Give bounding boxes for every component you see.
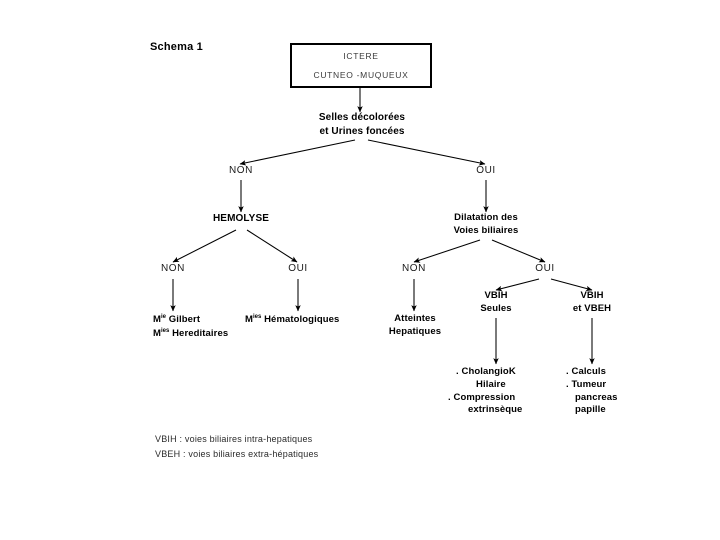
node-selles-urines: Selles décolorées et Urines foncées bbox=[282, 111, 442, 138]
leaf-gilbert-line1: Mie Gilbert bbox=[153, 313, 313, 327]
node-selles-line2: et Urines foncées bbox=[319, 125, 405, 137]
leaf-gilbert-line2: Mies Hereditaires bbox=[153, 327, 313, 341]
root-box-line2: CUTNEO -MUQUEUX bbox=[313, 70, 409, 80]
leaf-pancreas-line: pancreas bbox=[575, 391, 618, 403]
leaf-compression-line: . Compression bbox=[448, 391, 516, 403]
branch-label-dilatation-non: NON bbox=[401, 263, 427, 274]
leaf-atteintes-line2: Hepatiques bbox=[388, 325, 442, 337]
node-vbih-seules-line2: Seules bbox=[480, 302, 512, 314]
branch-label-stools-oui: OUI bbox=[476, 165, 496, 176]
leaf-maladies-hematologiques: Mies Hématologiques bbox=[245, 313, 375, 327]
leaf-papille-line: papille bbox=[575, 404, 606, 416]
edge-oui-to-vbih-vbeh bbox=[550, 278, 593, 292]
edge-hemolyse-to-non bbox=[172, 229, 237, 263]
branch-label-hemolyse-non: NON bbox=[160, 263, 186, 274]
edge-dilatation-to-non bbox=[413, 239, 481, 263]
page-title: Schema 1 bbox=[150, 41, 203, 53]
node-dilatation-voies-biliaires: Dilatation des Voies biliaires bbox=[426, 212, 546, 238]
legend-line-vbih: VBIH : voies biliaires intra-hepatiques bbox=[155, 434, 313, 444]
leaf-hematologiques-prefix: M bbox=[245, 314, 254, 326]
legend-line-vbeh: VBEH : voies biliaires extra-hépatiques bbox=[155, 448, 319, 459]
edge-oui-to-vbih-seules bbox=[495, 278, 540, 292]
leaf-hematologiques-sup: ies bbox=[253, 314, 262, 320]
leaf-calculs-line: . Calculs bbox=[566, 366, 606, 377]
node-dilatation-line2: Voies biliaires bbox=[453, 224, 519, 236]
leaf-hereditaires-sup: ies bbox=[161, 327, 170, 334]
edge-dilatation-to-oui bbox=[491, 239, 546, 263]
leaf-gilbert-prefix: M bbox=[153, 314, 162, 326]
leaf-hereditaires-rest: Hereditaires bbox=[169, 328, 229, 340]
node-vbih-et-vbeh-line2: et VBEH bbox=[572, 302, 612, 314]
leaf-hematologiques-rest: Hématologiques bbox=[261, 314, 340, 326]
leaf-hilaire-line: Hilaire bbox=[476, 378, 506, 390]
leaf-gilbert-rest: Gilbert bbox=[166, 314, 201, 326]
branch-label-stools-non: NON bbox=[228, 165, 254, 176]
legend-abbreviations: VBIH : voies biliaires intra-hepatiques … bbox=[155, 432, 318, 462]
node-selles-line1: Selles décolorées bbox=[318, 112, 406, 123]
leaf-atteintes-hepatiques: Atteintes Hepatiques bbox=[374, 313, 456, 339]
node-dilatation-line1: Dilatation des bbox=[454, 212, 518, 223]
node-vbih-et-vbeh: VBIH et VBEH bbox=[552, 290, 632, 316]
leaf-gilbert-sup: ie bbox=[161, 314, 167, 320]
branch-label-hemolyse-oui: OUI bbox=[288, 263, 308, 274]
node-hemolyse: HEMOLYSE bbox=[212, 213, 269, 224]
leaf-calculs-tumeur: . Calculs . Tumeur pancreas papille bbox=[566, 366, 666, 417]
root-box-line1: ICTERE bbox=[343, 51, 379, 61]
leaf-atteintes-line1: Atteintes bbox=[394, 313, 436, 324]
edge-hemolyse-to-oui bbox=[246, 229, 298, 263]
leaf-maladie-gilbert: Mie Gilbert Mies Hereditaires bbox=[153, 313, 313, 341]
leaf-extrinseque-line: extrinsèque bbox=[468, 404, 523, 416]
leaf-cholangiok-line: . CholangioK bbox=[456, 366, 516, 377]
branch-label-dilatation-oui: OUI bbox=[535, 263, 555, 274]
edge-stools-to-non bbox=[239, 139, 356, 166]
edge-stools-to-oui bbox=[367, 139, 486, 166]
node-vbih-et-vbeh-line1: VBIH bbox=[580, 290, 604, 301]
leaf-cholangio-compression: . CholangioK Hilaire . Compression extri… bbox=[448, 366, 556, 417]
leaf-tumeur-line: . Tumeur bbox=[566, 378, 607, 390]
leaf-hematologiques-line: Mies Hématologiques bbox=[245, 313, 375, 327]
leaf-hereditaires-prefix: M bbox=[153, 328, 162, 340]
root-box-ictere: ICTERE CUTNEO -MUQUEUX bbox=[290, 43, 432, 88]
node-vbih-seules: VBIH Seules bbox=[456, 290, 536, 316]
node-vbih-seules-line1: VBIH bbox=[484, 290, 508, 301]
